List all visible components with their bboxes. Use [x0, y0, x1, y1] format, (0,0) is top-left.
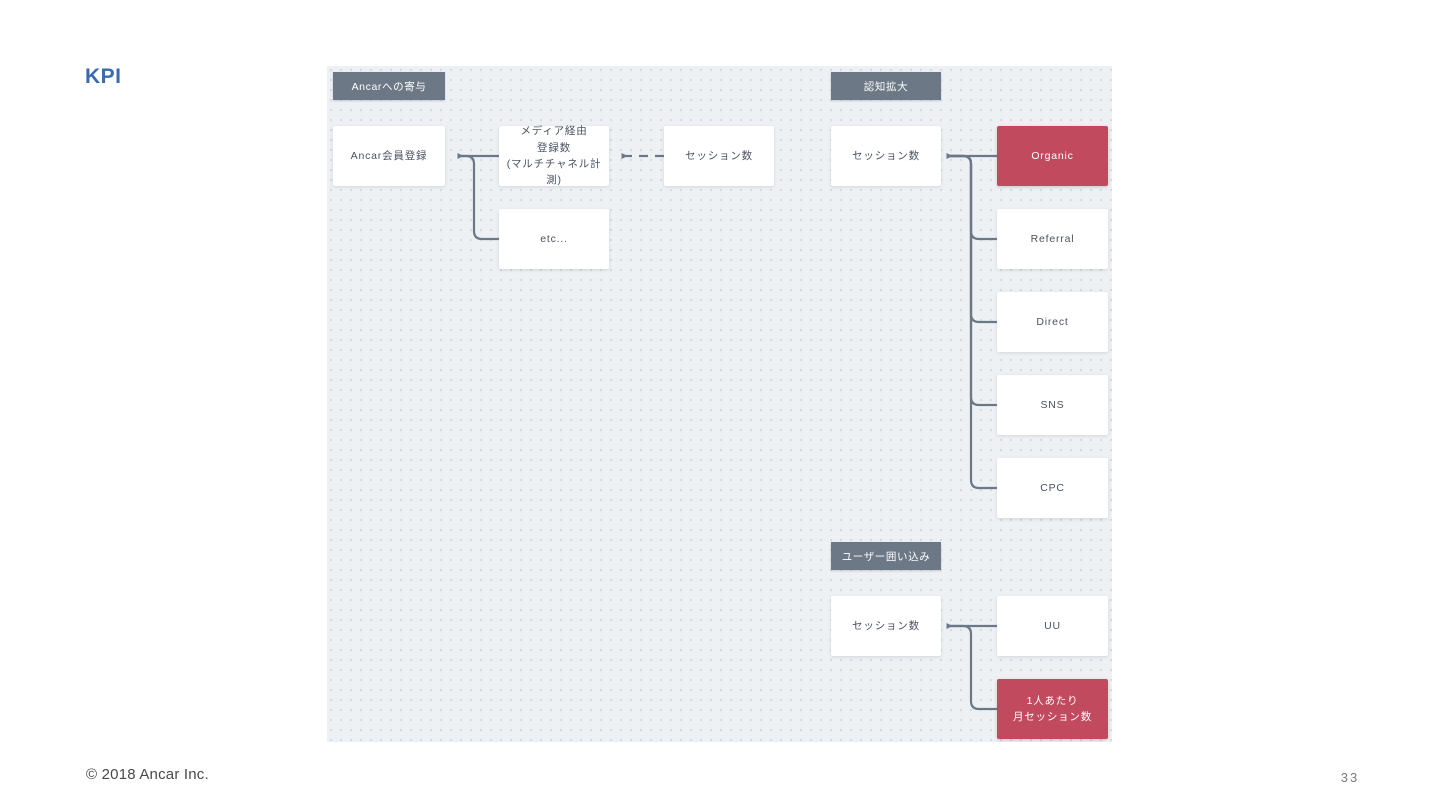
node-sns[interactable]: SNS — [997, 375, 1108, 435]
connector-direct-to-sessions — [947, 154, 997, 324]
node-ancar-signup[interactable]: Ancar会員登録 — [333, 126, 445, 186]
node-label: SNS — [1040, 398, 1065, 411]
node-media-signups[interactable]: メディア経由 登録数 (マルチチャネル計測) — [499, 125, 609, 187]
group-header-retention: ユーザー囲い込み — [831, 542, 941, 570]
node-sessions-source[interactable]: セッション数 — [664, 126, 774, 186]
node-label: セッション数 — [852, 149, 920, 162]
connector-cpc-to-sessions — [947, 154, 997, 490]
node-label: Ancar会員登録 — [350, 149, 428, 162]
node-cpc[interactable]: CPC — [997, 458, 1108, 518]
group-header-label: Ancarへの寄与 — [351, 80, 427, 93]
page-number: 33 — [1340, 770, 1360, 785]
connector-etc-to-signup — [458, 154, 499, 241]
footer-copyright: © 2018 Ancar Inc. — [86, 766, 209, 783]
node-label: Direct — [1036, 315, 1069, 328]
node-label: UU — [1044, 619, 1061, 632]
node-label: セッション数 — [685, 149, 753, 162]
page-title: KPI — [85, 65, 122, 88]
group-header-awareness: 認知拡大 — [831, 72, 941, 100]
node-uu[interactable]: UU — [997, 596, 1108, 656]
node-sessions-per-user[interactable]: 1人あたり 月セッション数 — [997, 679, 1108, 739]
kpi-diagram-canvas: Ancarへの寄与 認知拡大 ユーザー囲い込み Ancar会員登録 メディア経由… — [327, 66, 1112, 742]
connector-persessions-to-sessions — [947, 624, 997, 711]
node-label: セッション数 — [852, 619, 920, 632]
connector-retention-group — [946, 623, 997, 711]
connector-referral-to-sessions — [947, 154, 997, 241]
connector-awareness-group — [946, 153, 997, 490]
group-header-contribution: Ancarへの寄与 — [333, 72, 445, 100]
connector-sns-to-sessions — [947, 154, 997, 407]
node-label: メディア経由 登録数 (マルチチャネル計測) — [506, 125, 602, 187]
node-referral[interactable]: Referral — [997, 209, 1108, 269]
node-organic[interactable]: Organic — [997, 126, 1108, 186]
node-direct[interactable]: Direct — [997, 292, 1108, 352]
node-etc[interactable]: etc... — [499, 209, 609, 269]
group-header-label: ユーザー囲い込み — [841, 550, 931, 563]
group-header-label: 認知拡大 — [863, 80, 909, 93]
node-label: 1人あたり 月セッション数 — [1012, 694, 1093, 723]
node-label: Organic — [1031, 149, 1074, 162]
node-label: Referral — [1030, 232, 1075, 245]
node-sessions-retention[interactable]: セッション数 — [831, 596, 941, 656]
node-label: etc... — [540, 232, 568, 245]
node-label: CPC — [1040, 481, 1065, 494]
node-sessions-awareness[interactable]: セッション数 — [831, 126, 941, 186]
